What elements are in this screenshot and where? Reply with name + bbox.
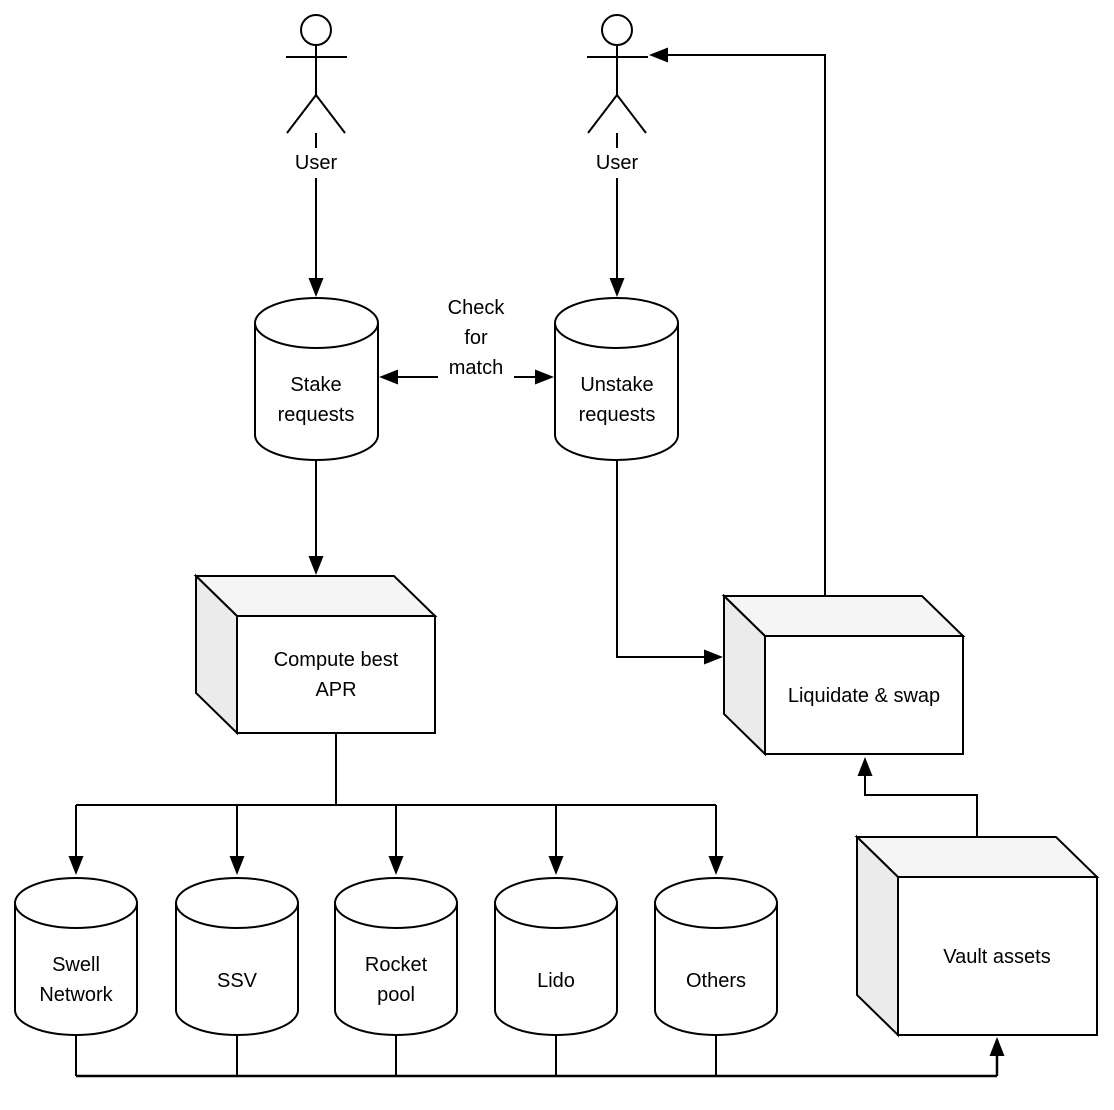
ssv-label: SSV: [216, 970, 258, 992]
edge-unstake-to-liquidate: [616, 460, 723, 665]
liquidate-swap-cube: [721, 593, 966, 757]
edge-compute-to-providers: [68, 733, 724, 875]
others-label: Others: [685, 970, 747, 992]
actor-user-1-icon: [286, 14, 347, 134]
compute-best-apr-label: Compute best APR: [273, 649, 399, 701]
vault-assets-cube: [854, 834, 1100, 1038]
edge-providers-to-vault: [75, 1035, 1005, 1078]
rocket-pool-cylinder: [334, 877, 458, 1036]
actor-user-1-label: User: [278, 148, 354, 178]
actor-user-2-icon: [587, 14, 648, 134]
edge-liquidate-to-user2: [649, 47, 826, 596]
vault-assets-label: Vault assets: [943, 946, 1051, 968]
swell-network-label: Swell Network: [39, 954, 113, 1006]
compute-best-apr-cube: [193, 573, 438, 736]
lido-label: Lido: [537, 970, 575, 992]
edge-label-check-for-match: Check for match: [438, 293, 514, 383]
liquidate-swap-label: Liquidate & swap: [787, 685, 941, 707]
actor-user-2-label: User: [579, 148, 655, 178]
unstake-requests-label: Unstake requests: [578, 374, 656, 426]
unstake-requests-cylinder: [554, 297, 679, 461]
lido-cylinder: [494, 877, 618, 1036]
rocket-pool-label: Rocket pool: [364, 954, 428, 1006]
swell-network-cylinder: [14, 877, 138, 1036]
others-cylinder: [654, 877, 778, 1036]
stake-requests-cylinder: [254, 297, 379, 461]
edge-stake-to-compute: [308, 460, 324, 575]
ssv-cylinder: [175, 877, 299, 1036]
edge-vault-to-liquidate: [857, 757, 978, 838]
stake-requests-label: Stake requests: [277, 374, 355, 426]
